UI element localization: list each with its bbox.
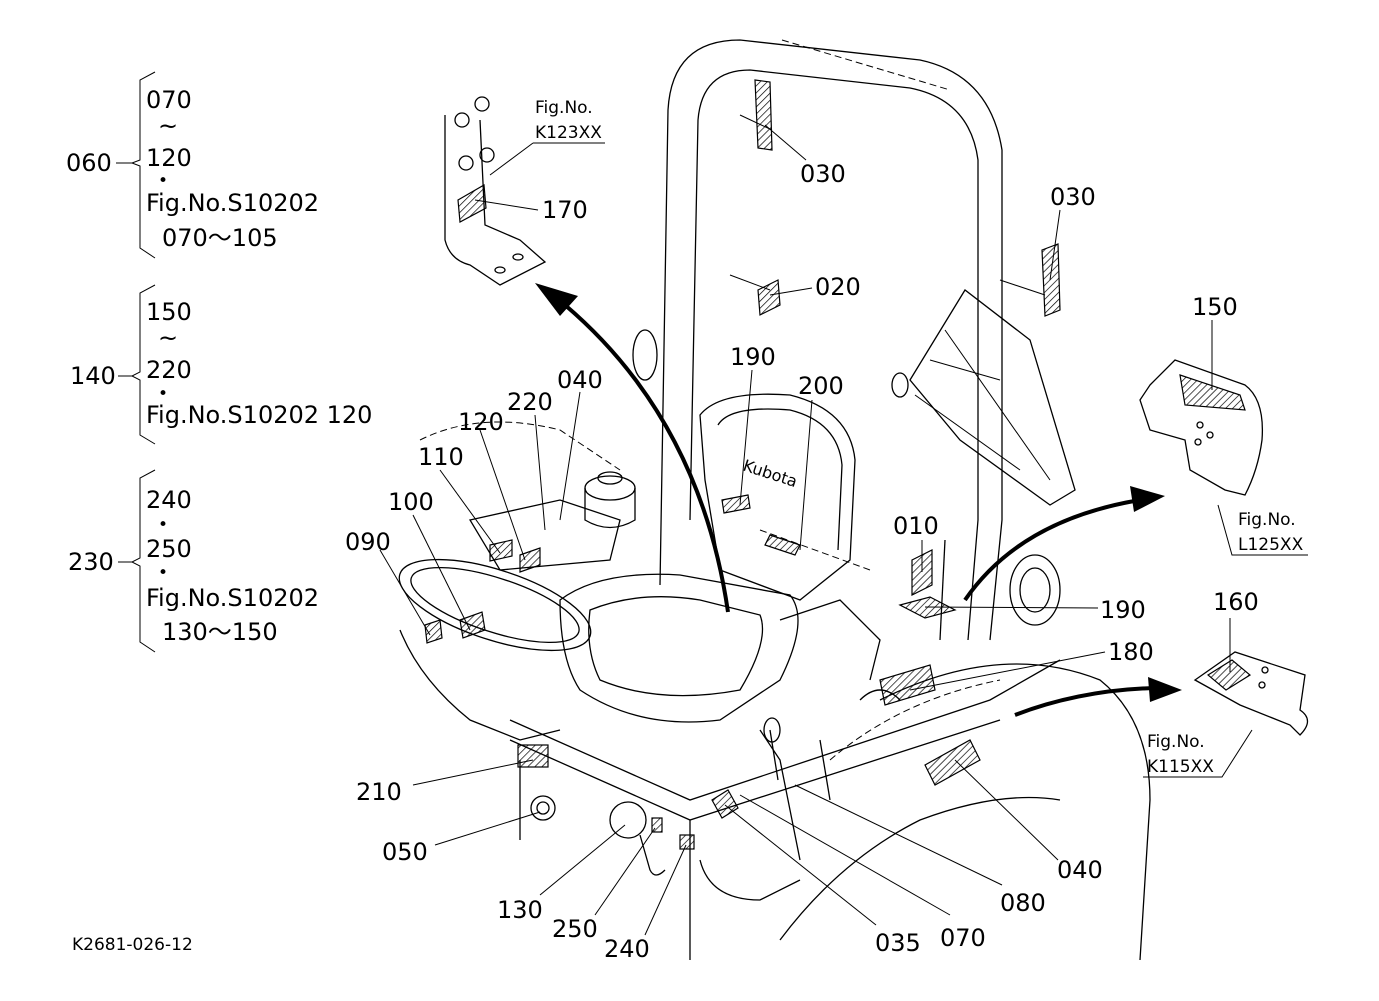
rops-frame: [659, 39, 1046, 641]
group-140-number: 140: [70, 362, 116, 390]
callout-110: 110: [418, 443, 464, 471]
decal-040-fender: [924, 739, 981, 786]
work-lamps: [632, 329, 1061, 626]
decal-100: [459, 611, 486, 639]
operator-seat: Kubota: [559, 393, 871, 723]
group-060-number: 060: [66, 149, 112, 177]
callout-035: 035: [875, 929, 921, 957]
callout-070: 070: [940, 924, 986, 952]
group-060-line-5: Fig.No.S10202: [146, 189, 319, 217]
callout-150: 150: [1192, 293, 1238, 321]
callout-190-seat: 190: [730, 343, 776, 371]
decal-240: [679, 834, 695, 850]
callout-100: 100: [388, 488, 434, 516]
leader-lines: [379, 124, 1231, 936]
group-060-line-3: 120: [146, 144, 192, 172]
decal-110: [489, 539, 513, 562]
decal-250: [651, 817, 663, 833]
group-060-line-6: 070～105: [162, 224, 278, 252]
fig-ref-k123-line2: K123XX: [535, 123, 602, 143]
decal-010: [911, 549, 933, 596]
callout-030-upper: 030: [800, 160, 846, 188]
decal-210: [517, 744, 549, 768]
group-legend-230: 230 240 • 250 • Fig.No.S10202 130～150: [68, 469, 319, 653]
callout-040-fender: 040: [1057, 856, 1103, 884]
callout-240: 240: [604, 935, 650, 963]
callout-180: 180: [1108, 638, 1154, 666]
callout-040-dash: 040: [557, 366, 603, 394]
decal-090: [424, 619, 443, 644]
callout-030-right: 030: [1050, 183, 1096, 211]
fuel-tank: [584, 471, 636, 529]
group-060-line-2: ~: [158, 112, 178, 140]
group-230-line-3: 250: [146, 535, 192, 563]
group-140-line-1: 150: [146, 298, 192, 326]
arrow-to-k115: [1014, 677, 1182, 717]
group-140-line-4: •: [158, 384, 168, 404]
decal-180: [879, 664, 936, 706]
decal-035: [711, 789, 739, 819]
inset-plate-k115: [1193, 651, 1309, 736]
group-140-line-5: Fig.No.S10202 120: [146, 401, 372, 429]
group-140-line-2: ~: [158, 324, 178, 352]
decal-160: [1206, 659, 1252, 691]
drawing-code: K2681-026-12: [72, 935, 193, 955]
group-060-line-4: •: [158, 171, 168, 191]
group-legend-060: 060 070 ~ 120 • Fig.No.S10202 070～105: [66, 71, 319, 259]
decal-150: [1179, 374, 1246, 411]
callouts: 030 030 170 020 190 200 150 040 220 120 …: [345, 160, 1259, 963]
group-230-line-1: 240: [146, 486, 192, 514]
levers: [530, 717, 781, 876]
decal-200: [764, 534, 801, 556]
group-230-line-4: •: [158, 563, 168, 583]
callout-090: 090: [345, 528, 391, 556]
inset-hood-l125: [1139, 359, 1264, 496]
decal-170: [457, 184, 487, 223]
callout-250: 250: [552, 915, 598, 943]
fig-ref-k123-line1: Fig.No.: [535, 98, 593, 118]
rops-label-030-upper: [754, 79, 773, 151]
callout-190-right: 190: [1100, 596, 1146, 624]
rops-label-030-right: [1041, 243, 1061, 317]
group-230-line-2: •: [158, 515, 168, 535]
group-legend-140: 140 150 ~ 220 • Fig.No.S10202 120: [70, 284, 372, 445]
inset-bracket-k123: [444, 96, 547, 286]
tractor-body: [509, 599, 1151, 961]
fig-ref-k115-line2: K115XX: [1147, 757, 1214, 777]
callout-080: 080: [1000, 889, 1046, 917]
group-060-line-1: 070: [146, 86, 192, 114]
arrow-to-k123: [535, 283, 730, 613]
callout-130: 130: [497, 896, 543, 924]
decal-120: [519, 547, 541, 573]
arrow-to-l125: [963, 486, 1165, 602]
side-panel: [909, 289, 1076, 506]
group-140-line-3: 220: [146, 356, 192, 384]
steering-wheel: [398, 421, 621, 741]
seat-brand-logo: Kubota: [741, 456, 800, 491]
fig-ref-l125-line1: Fig.No.: [1238, 510, 1296, 530]
callout-170: 170: [542, 196, 588, 224]
callout-220: 220: [507, 388, 553, 416]
group-230-number: 230: [68, 548, 114, 576]
group-230-line-5: Fig.No.S10202: [146, 584, 319, 612]
callout-210: 210: [356, 778, 402, 806]
fig-ref-k115-line1: Fig.No.: [1147, 732, 1205, 752]
fig-ref-l125-line2: L125XX: [1238, 535, 1304, 555]
decal-190-seat: [721, 494, 751, 514]
callout-050: 050: [382, 838, 428, 866]
callout-200: 200: [798, 372, 844, 400]
callout-020: 020: [815, 273, 861, 301]
callout-160: 160: [1213, 588, 1259, 616]
callout-120: 120: [458, 408, 504, 436]
callout-010: 010: [893, 512, 939, 540]
rops-label-020: [757, 279, 781, 316]
group-230-line-6: 130～150: [162, 618, 278, 646]
